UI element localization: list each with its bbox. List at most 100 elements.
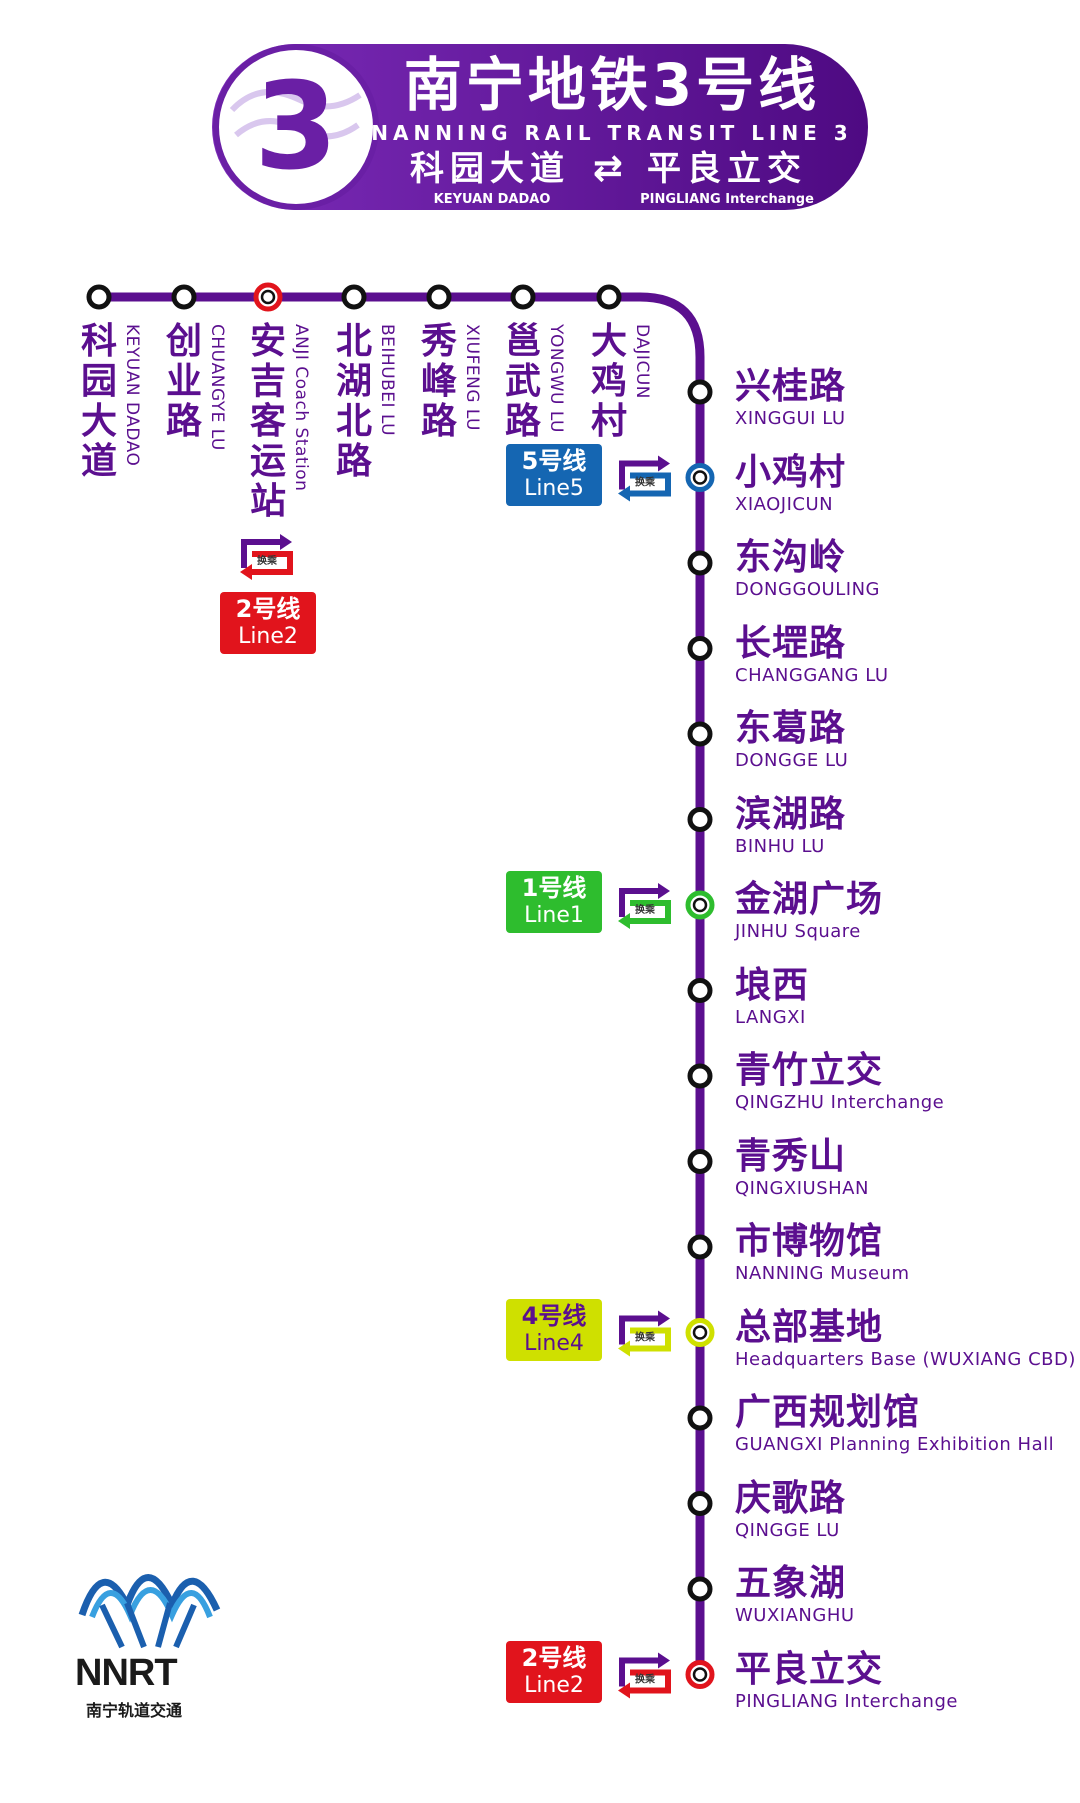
station-name-cn: 广西规划馆 <box>735 1392 921 1433</box>
station-name-en: Headquarters Base (WUXIANG CBD) <box>735 1348 1076 1370</box>
station-node-side-14[interactable] <box>687 1576 713 1602</box>
badge-line-en: Line4 <box>524 1330 584 1356</box>
header-to-cn: 平良立交 <box>647 149 807 189</box>
transfer-arrows-icon: 换乘 <box>618 883 671 929</box>
station-node-side-8[interactable] <box>687 1063 713 1089</box>
transfer-label: 换乘 <box>635 1331 656 1344</box>
station-name-cn: 青秀山 <box>735 1135 847 1177</box>
badge-line-cn: 2号线 <box>521 1643 587 1672</box>
station-name-en: DONGGE LU <box>735 750 849 771</box>
station-node-side-7[interactable] <box>687 978 713 1003</box>
badge-line-cn: 1号线 <box>521 874 587 902</box>
station-name-en: XIAOJICUN <box>735 493 834 515</box>
transfer-label: 换乘 <box>635 1673 656 1686</box>
station-name-en: NANNING Museum <box>735 1263 910 1284</box>
station-name-cn: 金湖广场 <box>735 879 884 920</box>
transfer-label: 换乘 <box>635 903 656 916</box>
station-node-top-4[interactable] <box>426 284 452 310</box>
transfer-arrows-icon: 换乘 <box>240 534 293 580</box>
station-node-top-3[interactable] <box>341 284 367 310</box>
station-name-en: GUANGXI Planning Exhibition Hall <box>735 1434 1055 1455</box>
station-node-side-3[interactable] <box>687 636 713 661</box>
badge-line-cn: 2号线 <box>235 595 301 623</box>
station-name-en: XINGGUI LU <box>735 408 846 429</box>
station-node-side-4[interactable] <box>687 721 713 747</box>
station-name-cn: 五象湖 <box>735 1563 847 1604</box>
line-number: 3 <box>254 58 338 197</box>
station-name-cn: 庆歌路 <box>735 1477 847 1519</box>
station-node-top-0[interactable] <box>86 284 112 310</box>
station-name-en: CHUANGYE LU <box>207 324 227 451</box>
logo-wordmark: NNRT <box>75 1652 178 1694</box>
header-pill <box>212 44 868 210</box>
station-name-en: BINHU LU <box>735 835 825 857</box>
station-name-en: QINGXIUSHAN <box>735 1177 869 1199</box>
station-name-cn: 安吉客运站 <box>249 321 286 522</box>
station-node-side-10[interactable] <box>687 1234 713 1260</box>
station-node-side-12[interactable] <box>687 1405 713 1431</box>
header-arrow: ⇄ <box>593 148 623 189</box>
station-name-en: CHANGGANG LU <box>735 664 889 686</box>
station-name-en: ANJI Coach Station <box>291 324 311 492</box>
station-name-cn: 长堽路 <box>735 622 847 664</box>
station-name-cn: 北湖北路 <box>335 321 372 482</box>
header-from-en: KEYUAN DADAO <box>434 192 551 207</box>
transfer-arrows-icon: 换乘 <box>618 1652 671 1699</box>
station-name-en: JINHU Square <box>735 921 861 942</box>
station-node-top-5[interactable] <box>510 284 536 310</box>
wave-watermark-icon <box>229 89 362 140</box>
station-name-cn: 滨湖路 <box>735 793 847 835</box>
station-node-top-1[interactable] <box>171 284 197 310</box>
transfer-label: 换乘 <box>635 476 656 489</box>
transfer-label: 换乘 <box>257 554 278 567</box>
station-name-en: DAJICUN <box>632 324 652 399</box>
station-node-side-13[interactable] <box>687 1491 713 1516</box>
station-name-en: KEYUAN DADAO <box>122 324 142 467</box>
line-header-banner: 3 南宁地铁3号线 NANNING RAIL TRANSIT LINE 3 科园… <box>212 44 868 210</box>
station-node-top-6[interactable] <box>596 284 622 310</box>
station-node-side-2[interactable] <box>687 550 713 576</box>
badge-line-en: Line2 <box>524 1672 584 1698</box>
station-name-en: DONGGOULING <box>735 579 880 600</box>
station-name-cn: 邕武路 <box>504 321 541 442</box>
station-name-en: LANGXI <box>735 1006 806 1028</box>
station-name-cn: 小鸡村 <box>735 451 847 493</box>
station-name-cn: 东沟岭 <box>735 537 847 578</box>
station-node-side-9[interactable] <box>687 1149 713 1174</box>
station-node-side-0[interactable] <box>687 379 713 405</box>
station-name-cn: 秀峰路 <box>420 321 457 442</box>
station-name-en: QINGZHU Interchange <box>735 1092 945 1113</box>
station-node-side-5[interactable] <box>687 807 713 832</box>
station-name-cn: 总部基地 <box>735 1306 884 1348</box>
badge-line-cn: 4号线 <box>521 1301 587 1330</box>
